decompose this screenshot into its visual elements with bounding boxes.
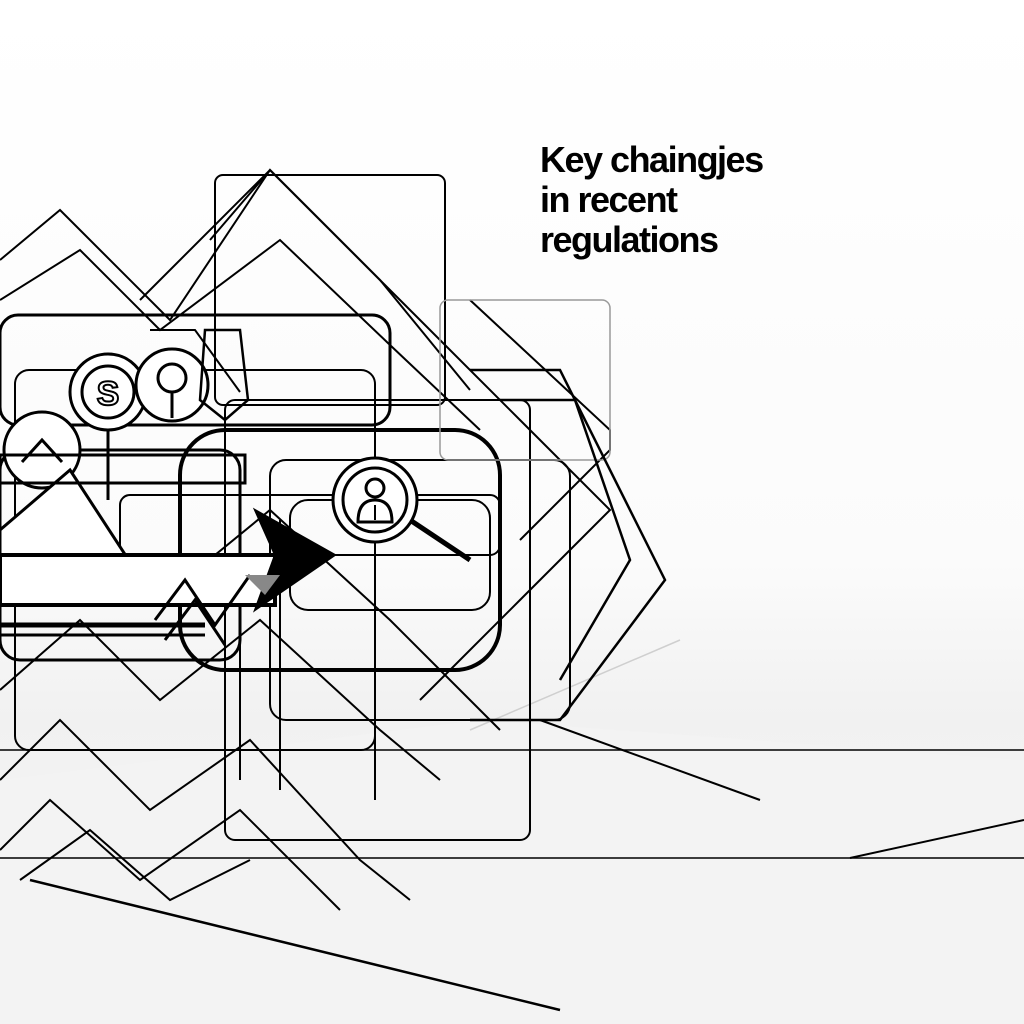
floor-plane [0, 639, 1024, 1024]
map-pin-icon [134, 328, 250, 423]
forward-arrow-icon [0, 453, 337, 637]
up-chevron-icon [153, 574, 280, 646]
person-badge-icon [331, 456, 472, 563]
headline: Key chaingjes in recent regulations [540, 140, 840, 260]
dollar-coin-icon: S [68, 352, 148, 500]
headline-line-3: regulations [540, 219, 719, 260]
headline-line-1: Key chaingjes [540, 139, 764, 180]
svg-text:S: S [97, 375, 120, 413]
diamond-icon [470, 368, 667, 722]
headline-line-2: in recent [540, 179, 678, 220]
